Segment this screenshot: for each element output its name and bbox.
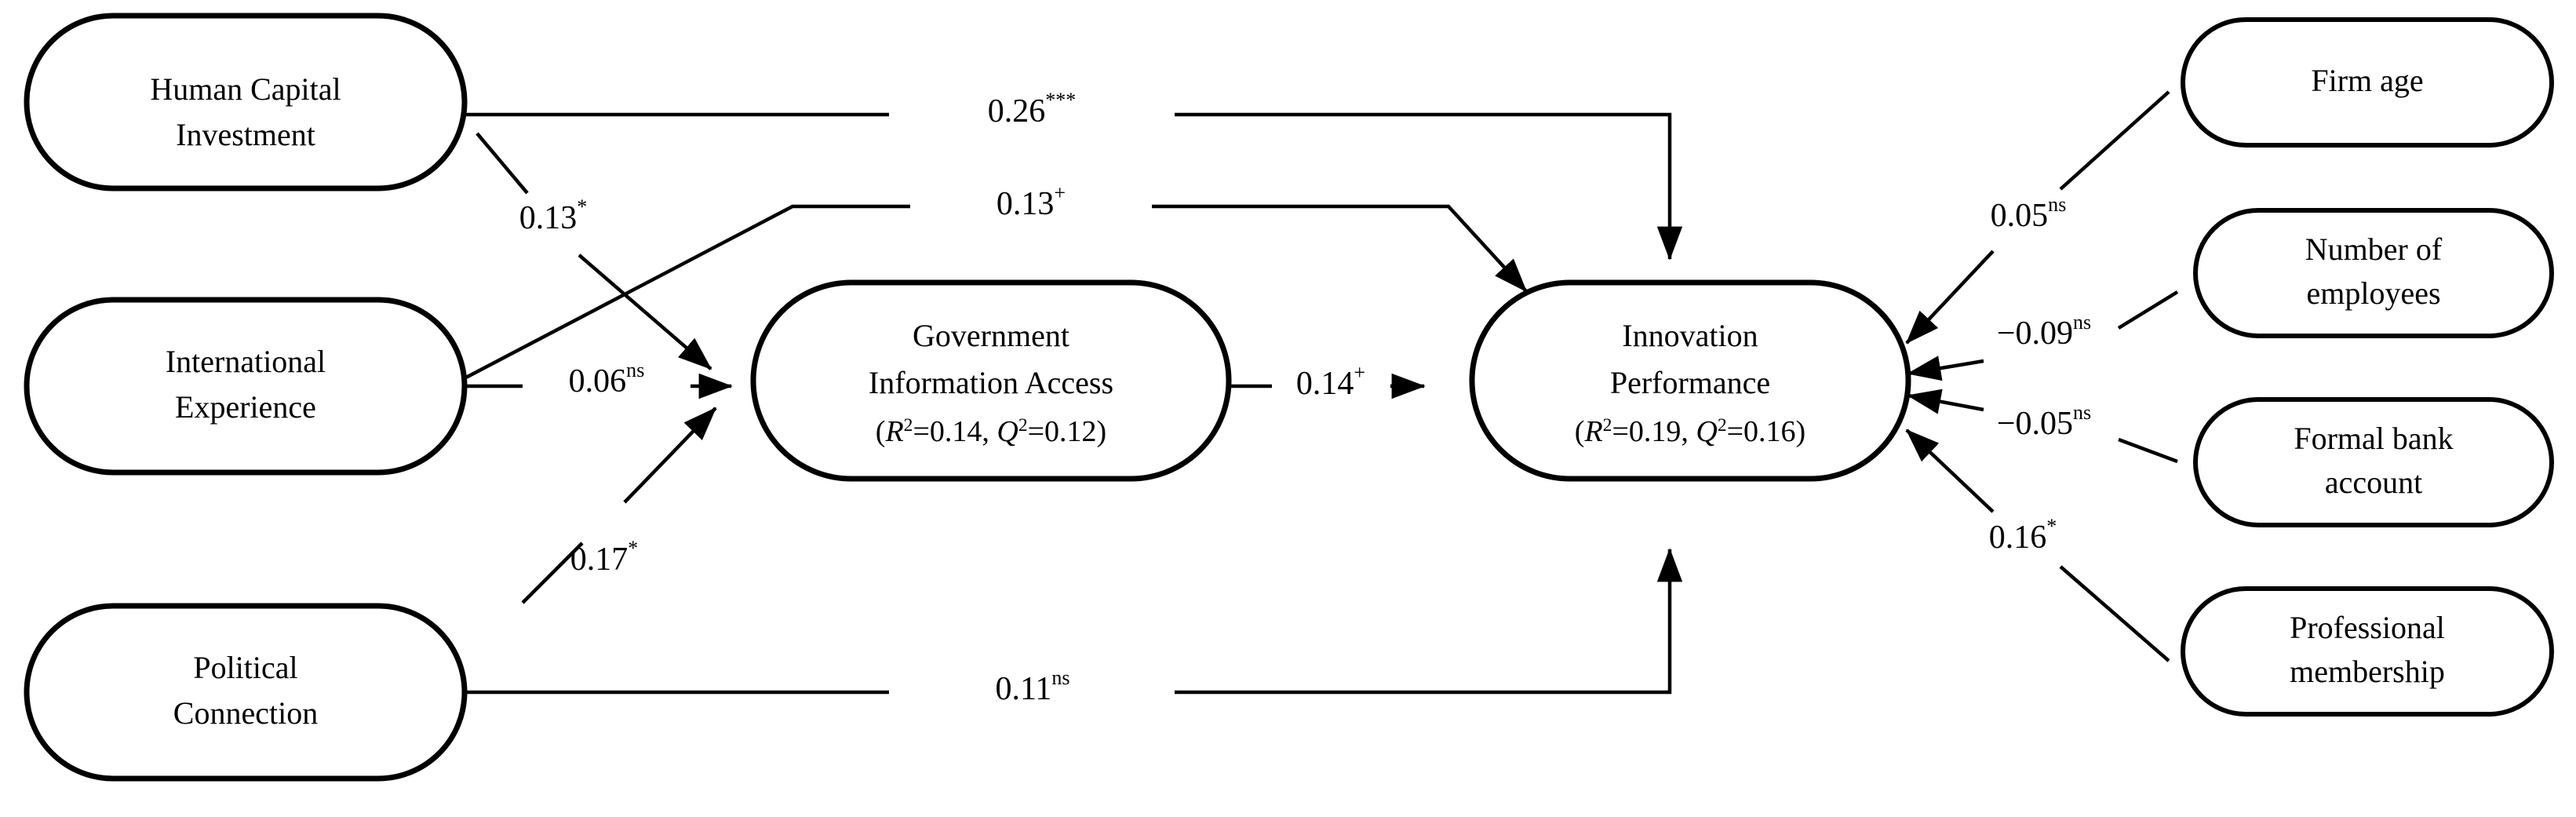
coef-label-ie-gia: 0.06ns xyxy=(569,359,645,399)
path-noe-to-ip xyxy=(1907,290,2179,381)
node-political-connection[interactable]: Political Connection xyxy=(24,603,468,782)
path-pm-to-ip xyxy=(1905,429,2170,662)
node-label-line2: Investment xyxy=(176,117,315,152)
node-international-experience[interactable]: International Experience xyxy=(24,297,468,476)
node-label-line1: Formal bank xyxy=(2294,421,2453,456)
node-government-information-access[interactable]: Government Information Access (R2=0.14, … xyxy=(750,279,1232,482)
coef-label-gia-ip: 0.14+ xyxy=(1296,361,1365,401)
coef-label-hci-gia: 0.13* xyxy=(519,195,588,235)
path-pc-to-ip xyxy=(465,548,1683,695)
node-firm-age[interactable]: Firm age xyxy=(2181,17,2554,148)
path-pc-to-gia xyxy=(521,407,717,604)
node-human-capital-investment[interactable]: Human Capital Investment xyxy=(24,13,468,191)
node-label-line1: Number of xyxy=(2305,232,2443,267)
path-hci-to-gia xyxy=(475,132,712,370)
node-label-line2: Performance xyxy=(1610,365,1770,400)
node-innovation-performance[interactable]: Innovation Performance (R2=0.19, Q2=0.16… xyxy=(1469,279,1911,482)
coef-label-hci-ip: 0.26*** xyxy=(988,89,1077,129)
node-label-line1: International xyxy=(166,344,326,379)
node-label-line2: account xyxy=(2325,465,2422,500)
path-fa-to-ip xyxy=(1905,90,2170,345)
node-number-of-employees[interactable]: Number of employees xyxy=(2193,208,2554,338)
node-label-line1: Political xyxy=(193,650,297,685)
node-label-line1: Firm age xyxy=(2311,63,2423,98)
coef-label-fa-ip: 0.05ns xyxy=(1991,193,2067,233)
node-professional-membership[interactable]: Professional membership xyxy=(2181,586,2554,717)
path-fba-to-ip xyxy=(1907,388,2178,464)
node-label-line1: Government xyxy=(913,318,1069,353)
path-hci-to-ip xyxy=(465,112,1683,261)
coef-label-pc-ip: 0.11ns xyxy=(995,666,1069,706)
coef-label-pc-gia: 0.17* xyxy=(570,537,639,577)
coef-label-pm-ip: 0.16* xyxy=(1989,515,2057,555)
coef-label-noe-ip: −0.09ns xyxy=(1997,311,2091,351)
node-stat-line: (R2=0.14, Q2=0.12) xyxy=(876,415,1106,448)
path-ie-to-ip xyxy=(463,204,1528,380)
node-stat-line: (R2=0.19, Q2=0.16) xyxy=(1575,415,1805,448)
node-label-line1: Innovation xyxy=(1622,318,1758,353)
node-label-line2: membership xyxy=(2290,654,2445,689)
node-label-line2: Experience xyxy=(175,389,316,425)
node-label-line2: Connection xyxy=(173,695,318,731)
node-label-line1: Human Capital xyxy=(150,71,341,107)
node-label-line2: Information Access xyxy=(869,365,1113,400)
coef-label-ie-ip: 0.13+ xyxy=(997,181,1066,221)
node-label-line2: employees xyxy=(2306,275,2440,311)
node-label-line1: Professional xyxy=(2290,610,2445,645)
node-formal-bank-account[interactable]: Formal bank account xyxy=(2193,397,2554,527)
coef-label-fba-ip: −0.05ns xyxy=(1997,401,2091,441)
